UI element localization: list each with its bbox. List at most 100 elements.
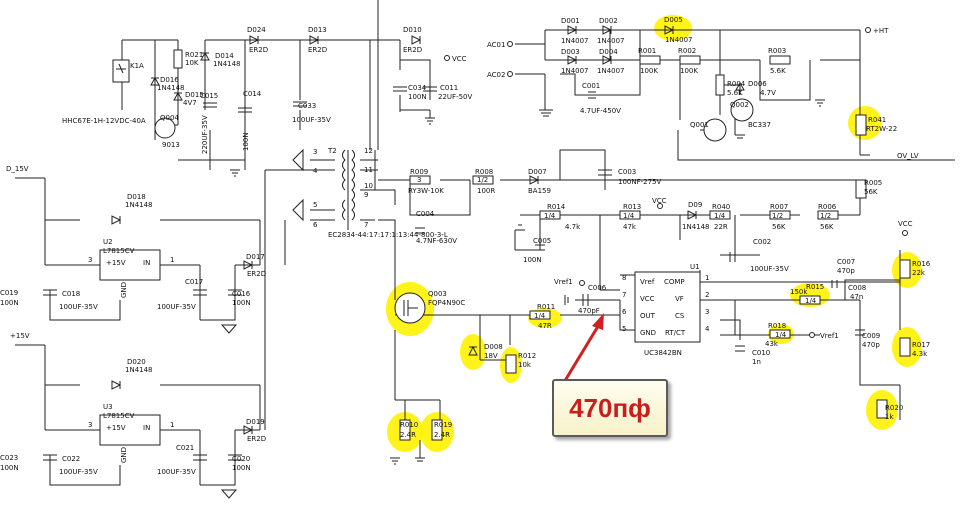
r011-code: 1/4 <box>534 312 546 320</box>
c034-value: 100N <box>408 93 427 101</box>
r015-value: 150k <box>790 288 808 296</box>
u1-chip <box>634 271 701 343</box>
r013-code: 1/4 <box>623 212 635 220</box>
c034-label: C034 <box>408 84 427 92</box>
ac01-label: AC01 <box>487 41 505 49</box>
c009-value: 470p <box>862 341 880 349</box>
q001-label: Q001 <box>690 121 709 129</box>
r010-label: R010 <box>400 421 418 429</box>
u3-in-label: IN <box>143 424 150 432</box>
r010-value: 2.4R <box>400 431 416 439</box>
u1-pin8: 8 <box>622 274 626 282</box>
u1-pin-vcc: VCC <box>640 295 655 303</box>
u2-pin1: 1 <box>170 256 174 264</box>
c004-value: 4.7NF-630V <box>416 237 457 245</box>
q002-value: BC337 <box>748 121 771 129</box>
r008-code: 1/2 <box>477 176 488 184</box>
c009-label: C009 <box>862 332 880 340</box>
d018-value: 1N4148 <box>125 201 153 209</box>
r001-label: R001 <box>638 47 656 55</box>
d014-label: D014 <box>215 52 234 60</box>
r002-value: 100K <box>680 67 698 75</box>
r009-code: 3 <box>417 176 421 184</box>
u3-gnd-label: GND <box>120 447 128 463</box>
r011-value: 47R <box>538 322 552 330</box>
vcc-label-right: VCC <box>898 220 913 228</box>
d024-value: ER2D <box>249 46 268 54</box>
c016-value: 100N <box>232 299 251 307</box>
r012-label: R012 <box>518 352 536 360</box>
d15v-label: D_15V <box>6 165 29 173</box>
components <box>43 25 911 499</box>
vcc-label-top: VCC <box>452 55 467 63</box>
q003-label: Q003 <box>428 290 447 298</box>
d010-label: D010 <box>403 26 422 34</box>
u2-chip <box>99 249 161 281</box>
u3-pin1: 1 <box>170 421 174 429</box>
r008-value: 100R <box>477 187 495 195</box>
u1-pin-vf: VF <box>675 295 684 303</box>
d004-value: 1N4007 <box>597 67 625 75</box>
d007-label: D007 <box>528 168 547 176</box>
d003-label: D003 <box>561 48 580 56</box>
r016-value: 22k <box>912 269 926 277</box>
r017-value: 4.3k <box>912 350 928 358</box>
d003-value: 1N4007 <box>561 67 589 75</box>
relay-part-label: HHC67E-1H-12VDC-40A <box>62 117 146 125</box>
r005-value: 56K <box>864 188 878 196</box>
q004-label: Q004 <box>160 114 179 122</box>
u1-pin7: 7 <box>622 291 626 299</box>
r041-value: RT2W-22 <box>866 125 897 133</box>
vcc-label-mid: VCC <box>652 197 667 205</box>
r013-value: 47k <box>623 223 637 231</box>
u2-pin3: 3 <box>88 256 92 264</box>
c011-value: 22UF-50V <box>438 93 472 101</box>
c014-value: 100N <box>242 132 250 151</box>
d005-label: D005 <box>664 16 683 24</box>
c022-value: 100UF-35V <box>59 468 98 476</box>
u3-label: U3 <box>103 403 113 411</box>
d019-value: ER2D <box>247 435 266 443</box>
d024-symbol <box>249 35 260 45</box>
r019-value: 2.4R <box>434 431 450 439</box>
r018-label: R018 <box>768 322 786 330</box>
plus15v-label: +15V <box>10 332 30 340</box>
r003-value: 5.6K <box>770 67 786 75</box>
r009-label: R009 <box>410 168 428 176</box>
c015-value: 220UF-35V <box>201 115 209 154</box>
d016-label: D016 <box>160 76 179 84</box>
u1-pin-gnd: GND <box>640 329 656 337</box>
d008-label: D008 <box>484 343 503 351</box>
c001-label: C001 <box>582 82 600 90</box>
u3-out-label: +15V <box>106 424 126 432</box>
d004-label: D004 <box>599 48 618 56</box>
r007-value: 56K <box>772 223 786 231</box>
r002-label: R002 <box>678 47 696 55</box>
r011-label: R011 <box>537 303 555 311</box>
r016-label: R016 <box>912 260 931 268</box>
c020-value: 100N <box>232 464 251 472</box>
d005-value: 1N4007 <box>665 36 693 44</box>
d09-value: 1N4148 <box>682 223 710 231</box>
labels: K1A HHC67E-1H-12VDC-40A D016 1N4148 D015… <box>0 16 931 476</box>
r014-value: 4.7k <box>565 223 581 231</box>
c017-label: C017 <box>185 278 203 286</box>
c019-label: C019 <box>0 289 18 297</box>
t2-pin12: 12 <box>364 147 373 155</box>
u1-pin-cs: CS <box>675 312 685 320</box>
c007-value: 470p <box>837 267 855 275</box>
c016-label: C016 <box>232 290 251 298</box>
ov-lv-label: OV_LV <box>897 152 919 160</box>
c002-label: C002 <box>753 238 771 246</box>
r007-label: R007 <box>770 203 788 211</box>
c021-value: 100UF-35V <box>157 468 196 476</box>
c011-label: C011 <box>440 84 458 92</box>
t2-pin5: 5 <box>313 201 317 209</box>
d013-label: D013 <box>308 26 327 34</box>
c018-value: 100UF-35V <box>59 303 98 311</box>
c003-value: 100NF-275V <box>618 178 662 186</box>
r006-label: R006 <box>818 203 837 211</box>
d001-label: D001 <box>561 17 580 25</box>
r005-label: R005 <box>864 179 882 187</box>
u1-pin6: 6 <box>622 308 627 316</box>
